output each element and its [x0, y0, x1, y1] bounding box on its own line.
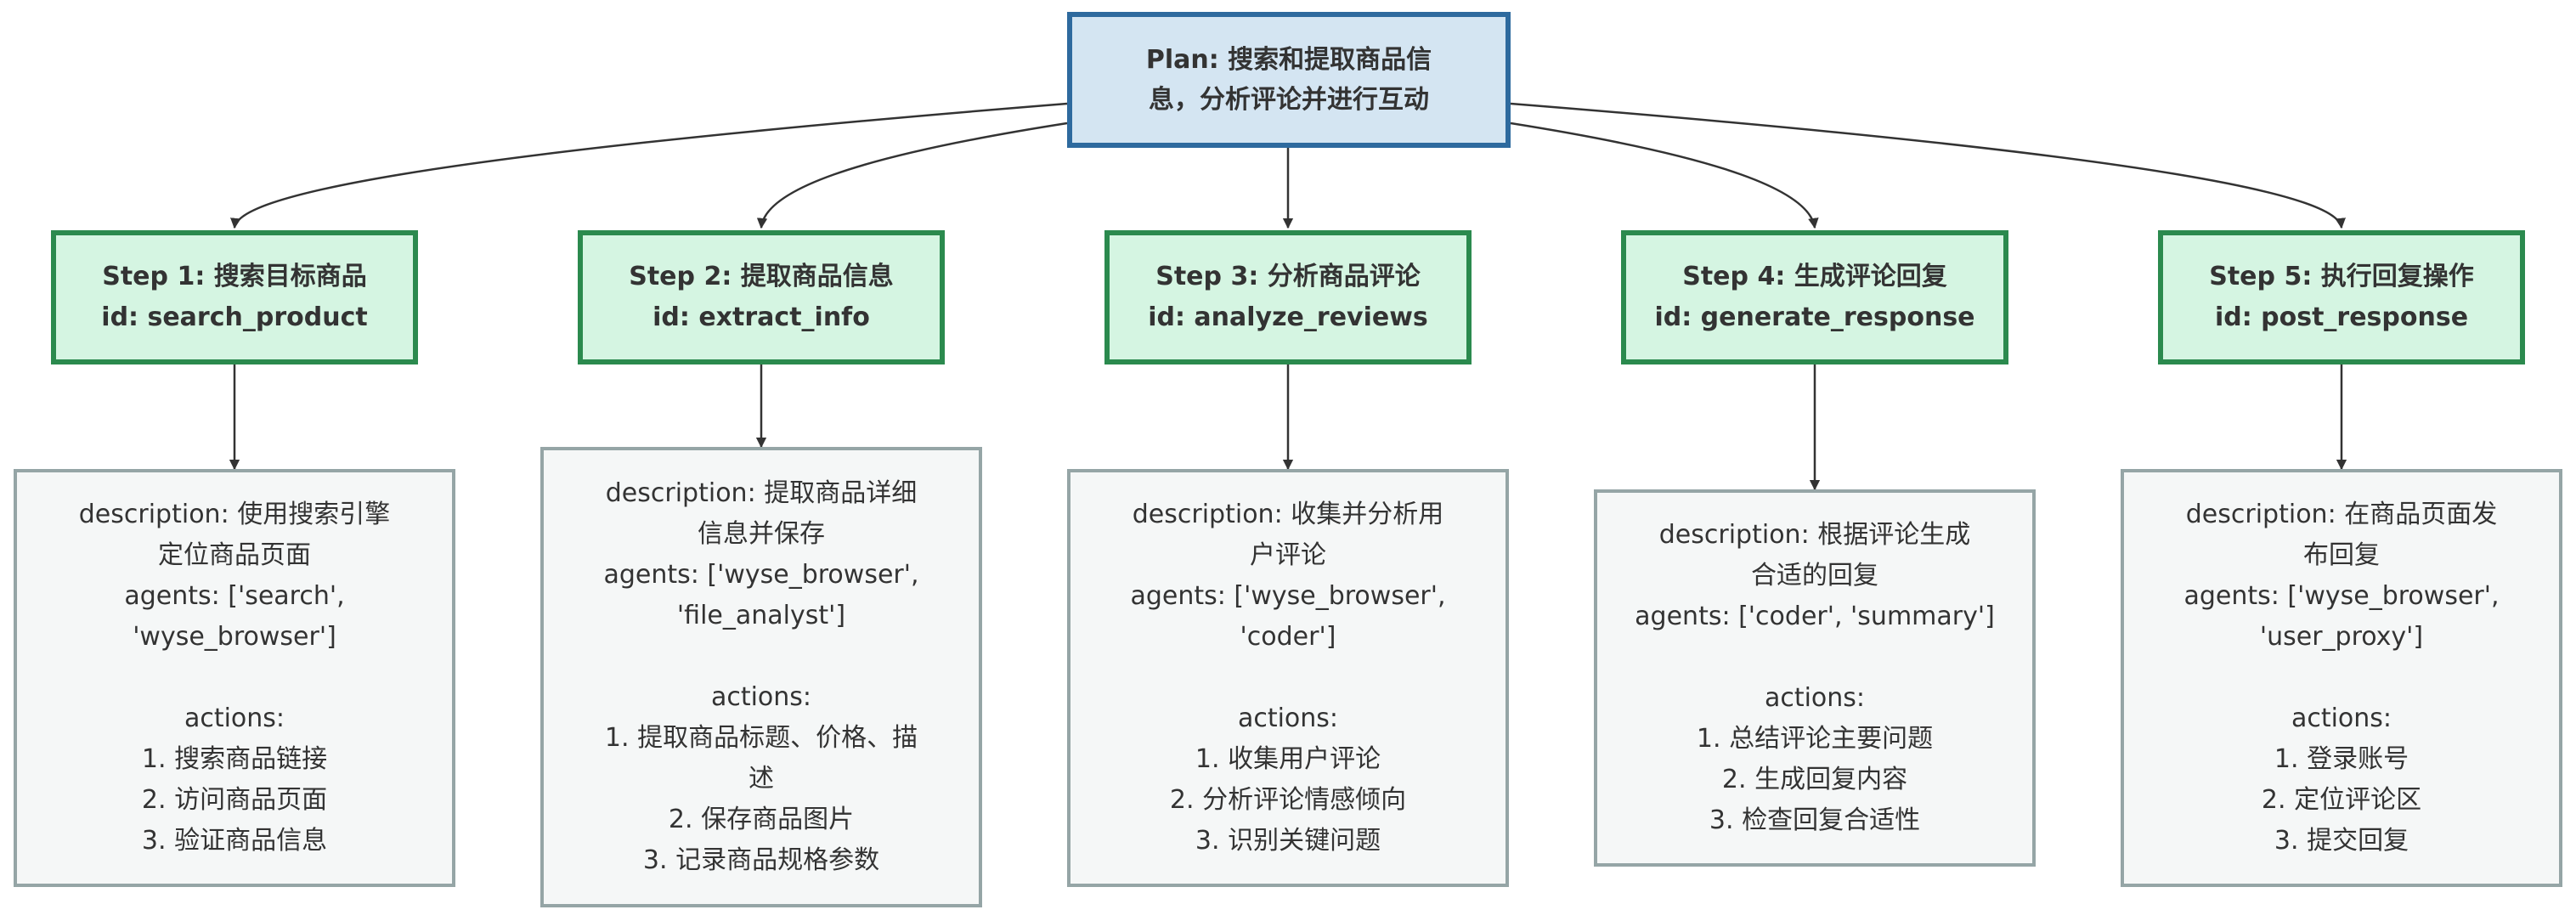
detail-action-line: 2. 分析评论情感倾向 — [1169, 785, 1407, 815]
step-3-node: Step 3: 分析商品评论 id: analyze_reviews — [1104, 230, 1472, 364]
detail-action-line: 3. 记录商品规格参数 — [642, 845, 880, 875]
detail-actions-label: actions: — [710, 682, 812, 712]
detail-action-line: 2. 定位评论区 — [2261, 785, 2422, 815]
step-5-detail-node: description: 在商品页面发 布回复 agents: ['wyse_b… — [2121, 469, 2562, 887]
detail-action-line: 1. 登录账号 — [2274, 744, 2409, 774]
detail-agents-line: 'wyse_browser'] — [133, 622, 336, 652]
step-2-title: Step 2: 提取商品信息 — [629, 262, 894, 291]
detail-agents-line: 'user_proxy'] — [2259, 622, 2424, 652]
step-1-detail-node: description: 使用搜索引擎 定位商品页面 agents: ['sea… — [14, 469, 455, 887]
plan-node: Plan: 搜索和提取商品信 息，分析评论并进行互动 — [1067, 12, 1511, 148]
step-2-node: Step 2: 提取商品信息 id: extract_info — [578, 230, 945, 364]
detail-agents-line: agents: ['search', — [124, 581, 345, 611]
detail-description-line: 合适的回复 — [1751, 561, 1878, 590]
step-4-title: Step 4: 生成评论回复 — [1682, 262, 1947, 291]
detail-description-line: description: 在商品页面发 — [2185, 500, 2498, 529]
detail-actions-label: actions: — [184, 703, 285, 733]
step-3-detail-node: description: 收集并分析用 户评论 agents: ['wyse_b… — [1067, 469, 1509, 887]
detail-action-line: 3. 识别关键问题 — [1195, 826, 1381, 856]
detail-agents-line: agents: ['wyse_browser', — [603, 560, 919, 590]
detail-description-line: description: 使用搜索引擎 — [78, 500, 391, 529]
step-4-id: id: generate_response — [1654, 302, 1975, 332]
detail-action-line: 2. 生成回复内容 — [1721, 765, 1908, 794]
step-5-id: id: post_response — [2214, 302, 2469, 332]
detail-action-line: 2. 保存商品图片 — [668, 805, 855, 834]
detail-description-line: 布回复 — [2303, 540, 2380, 570]
detail-action-line: 1. 提取商品标题、价格、描 — [604, 723, 918, 753]
step-2-detail-node: description: 提取商品详细 信息并保存 agents: ['wyse… — [540, 447, 982, 907]
detail-action-line: 1. 总结评论主要问题 — [1696, 724, 1934, 754]
detail-action-line: 3. 检查回复合适性 — [1709, 805, 1921, 835]
detail-action-line: 1. 收集用户评论 — [1195, 744, 1381, 774]
step-4-detail-node: description: 根据评论生成 合适的回复 agents: ['code… — [1594, 489, 2036, 867]
detail-agents-line: agents: ['coder', 'summary'] — [1635, 602, 1995, 631]
detail-description-line: description: 根据评论生成 — [1658, 520, 1971, 550]
detail-agents-line: 'file_analyst'] — [676, 601, 846, 630]
plan-title-line: Plan: 搜索和提取商品信 — [1145, 45, 1432, 75]
detail-action-line: 1. 搜索商品链接 — [141, 744, 328, 774]
detail-description-line: 户评论 — [1250, 540, 1326, 570]
detail-description-line: 信息并保存 — [698, 519, 825, 549]
edge-plan-to-step-5 — [1510, 102, 2346, 229]
edge-plan-to-step-2 — [756, 121, 1068, 229]
step-5-title: Step 5: 执行回复操作 — [2209, 262, 2474, 291]
plan-title-line: 息，分析评论并进行互动 — [1149, 85, 1429, 115]
detail-description-line: description: 收集并分析用 — [1132, 500, 1444, 529]
detail-action-line: 述 — [749, 764, 774, 794]
detail-description-line: 定位商品页面 — [158, 540, 311, 570]
detail-action-line: 3. 验证商品信息 — [141, 826, 328, 856]
detail-action-line: 3. 提交回复 — [2274, 826, 2409, 856]
step-1-title: Step 1: 搜索目标商品 — [102, 262, 367, 291]
detail-actions-label: actions: — [1764, 683, 1866, 713]
detail-action-line: 2. 访问商品页面 — [141, 785, 328, 815]
step-3-id: id: analyze_reviews — [1148, 302, 1428, 332]
detail-actions-label: actions: — [2291, 703, 2392, 733]
detail-agents-line: agents: ['wyse_browser', — [2183, 581, 2500, 611]
step-2-id: id: extract_info — [652, 302, 870, 332]
step-4-node: Step 4: 生成评论回复 id: generate_response — [1621, 230, 2008, 364]
step-5-node: Step 5: 执行回复操作 id: post_response — [2158, 230, 2525, 364]
step-1-node: Step 1: 搜索目标商品 id: search_product — [51, 230, 418, 364]
edge-plan-to-step-1 — [230, 102, 1068, 229]
step-3-title: Step 3: 分析商品评论 — [1155, 262, 1421, 291]
step-1-id: id: search_product — [101, 302, 368, 332]
detail-description-line: description: 提取商品详细 — [605, 478, 918, 508]
detail-agents-line: agents: ['wyse_browser', — [1130, 581, 1446, 611]
edge-plan-to-step-4 — [1510, 121, 1819, 229]
detail-agents-line: 'coder'] — [1240, 622, 1336, 652]
detail-actions-label: actions: — [1237, 703, 1339, 733]
